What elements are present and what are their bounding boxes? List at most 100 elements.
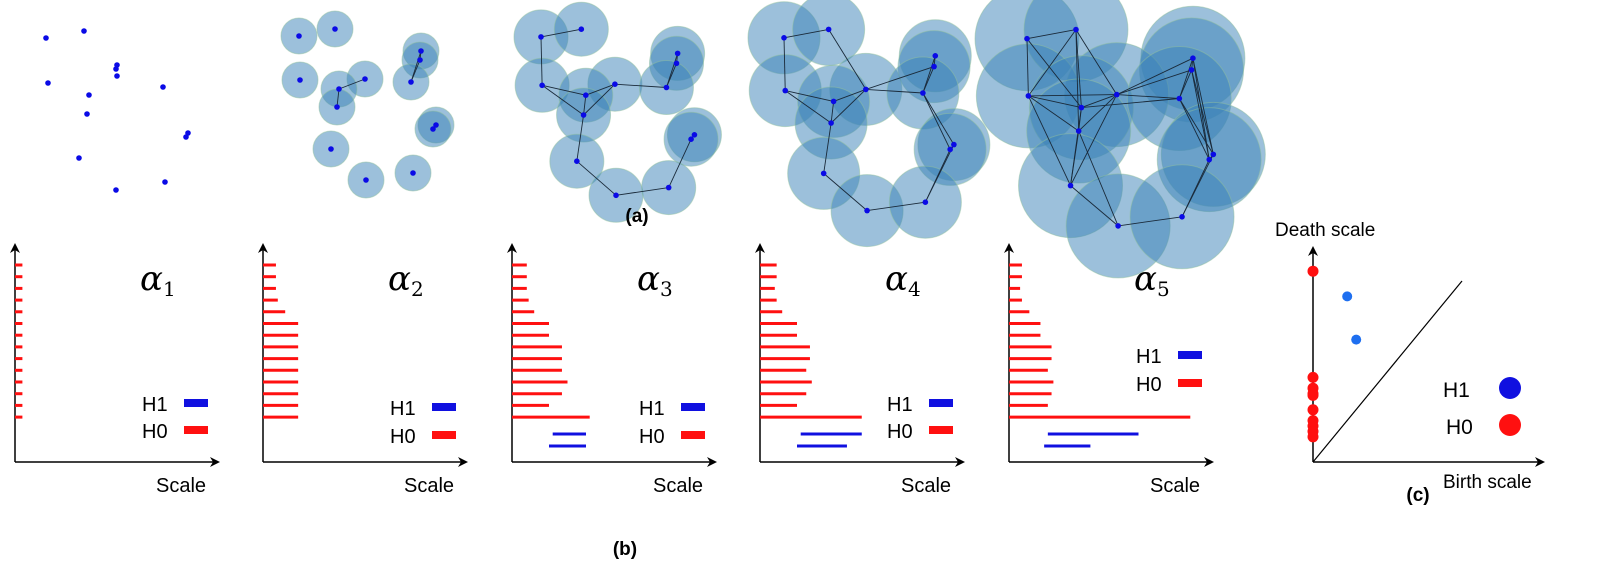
data-point	[114, 73, 120, 79]
h0-point	[1307, 389, 1319, 401]
legend-h1-swatch	[184, 399, 208, 407]
data-point	[663, 84, 670, 91]
edge	[1027, 29, 1077, 97]
data-point	[113, 66, 119, 72]
data-point	[183, 134, 189, 140]
point-cloud-2	[280, 10, 455, 199]
legend-h0-label: H0	[1136, 374, 1162, 396]
legend-h0-swatch	[1178, 379, 1202, 387]
edge	[1178, 69, 1192, 99]
data-point	[418, 48, 424, 54]
scale-label: Scale	[404, 475, 454, 497]
data-point	[363, 177, 369, 183]
data-point	[1188, 67, 1195, 73]
edge	[1191, 69, 1210, 160]
data-point	[1113, 91, 1120, 98]
edge	[1116, 57, 1194, 96]
edge	[828, 29, 867, 90]
edge	[867, 201, 926, 212]
point-cloud-panels	[43, 0, 1266, 279]
edge	[540, 28, 582, 38]
legend-h1-label: H1	[1136, 346, 1162, 368]
data-point	[825, 26, 832, 33]
legend-h0-label: H0	[639, 426, 665, 448]
edge	[1070, 94, 1118, 186]
legend-h1-label: H1	[390, 398, 416, 420]
edge	[614, 83, 667, 88]
edge	[666, 53, 679, 88]
edge	[830, 89, 867, 124]
scale-label: Scale	[156, 475, 206, 497]
data-point	[84, 111, 90, 117]
edge	[833, 88, 866, 102]
alpha-label: α1	[140, 259, 176, 301]
scale-label: Scale	[901, 475, 951, 497]
pd-legend-h0-label: H0	[1446, 416, 1473, 439]
edge	[865, 88, 923, 94]
edge	[583, 83, 616, 116]
data-point	[612, 81, 618, 87]
edge	[830, 101, 835, 124]
data-point	[334, 104, 340, 110]
edge	[666, 63, 677, 88]
edge	[922, 92, 951, 150]
alpha-label: α2	[388, 259, 424, 301]
data-point	[580, 112, 587, 118]
legend-h1-swatch	[1178, 351, 1202, 359]
data-point	[578, 26, 585, 32]
edge	[1075, 29, 1082, 108]
point-cloud-3	[513, 1, 722, 223]
edge	[1081, 94, 1117, 109]
data-point	[162, 179, 168, 185]
edge	[1028, 95, 1079, 132]
legend-h0-swatch	[184, 426, 208, 434]
data-point	[863, 86, 869, 93]
data-point	[417, 57, 423, 63]
legend-h0-label: H0	[390, 426, 416, 448]
legend-h1-swatch	[681, 403, 705, 411]
point-cloud-5	[974, 0, 1266, 279]
point-cloud-4	[747, 0, 991, 248]
point-cloud-1	[43, 28, 191, 193]
edge	[410, 59, 421, 83]
edge	[1178, 58, 1194, 99]
legend-h0-label: H0	[142, 421, 168, 443]
data-point	[828, 120, 834, 126]
data-point	[665, 184, 672, 191]
h0-point	[1307, 265, 1319, 277]
data-point	[296, 33, 302, 39]
data-point	[1073, 26, 1079, 33]
data-point	[673, 60, 680, 67]
edge	[783, 37, 786, 91]
edge	[1075, 29, 1118, 95]
data-point	[781, 35, 787, 41]
edge	[668, 139, 692, 188]
pd-legend-h1-label: H1	[1443, 379, 1470, 402]
h0-point	[1307, 431, 1319, 443]
edge	[922, 92, 955, 145]
data-point	[1075, 128, 1082, 134]
data-point	[410, 170, 416, 176]
data-point	[931, 63, 937, 70]
data-point	[43, 35, 49, 41]
data-point	[433, 122, 439, 128]
edge	[1078, 94, 1118, 132]
data-point	[1190, 55, 1196, 61]
edge	[823, 173, 868, 211]
edge	[823, 122, 832, 174]
data-point	[691, 132, 698, 138]
legend-h1-swatch	[929, 399, 953, 407]
edge	[542, 84, 586, 96]
edge	[785, 90, 834, 102]
edge	[1028, 94, 1117, 97]
data-point	[408, 79, 414, 85]
edge	[924, 149, 951, 203]
data-point	[613, 192, 619, 199]
data-point	[328, 146, 334, 152]
data-point	[1179, 214, 1185, 220]
